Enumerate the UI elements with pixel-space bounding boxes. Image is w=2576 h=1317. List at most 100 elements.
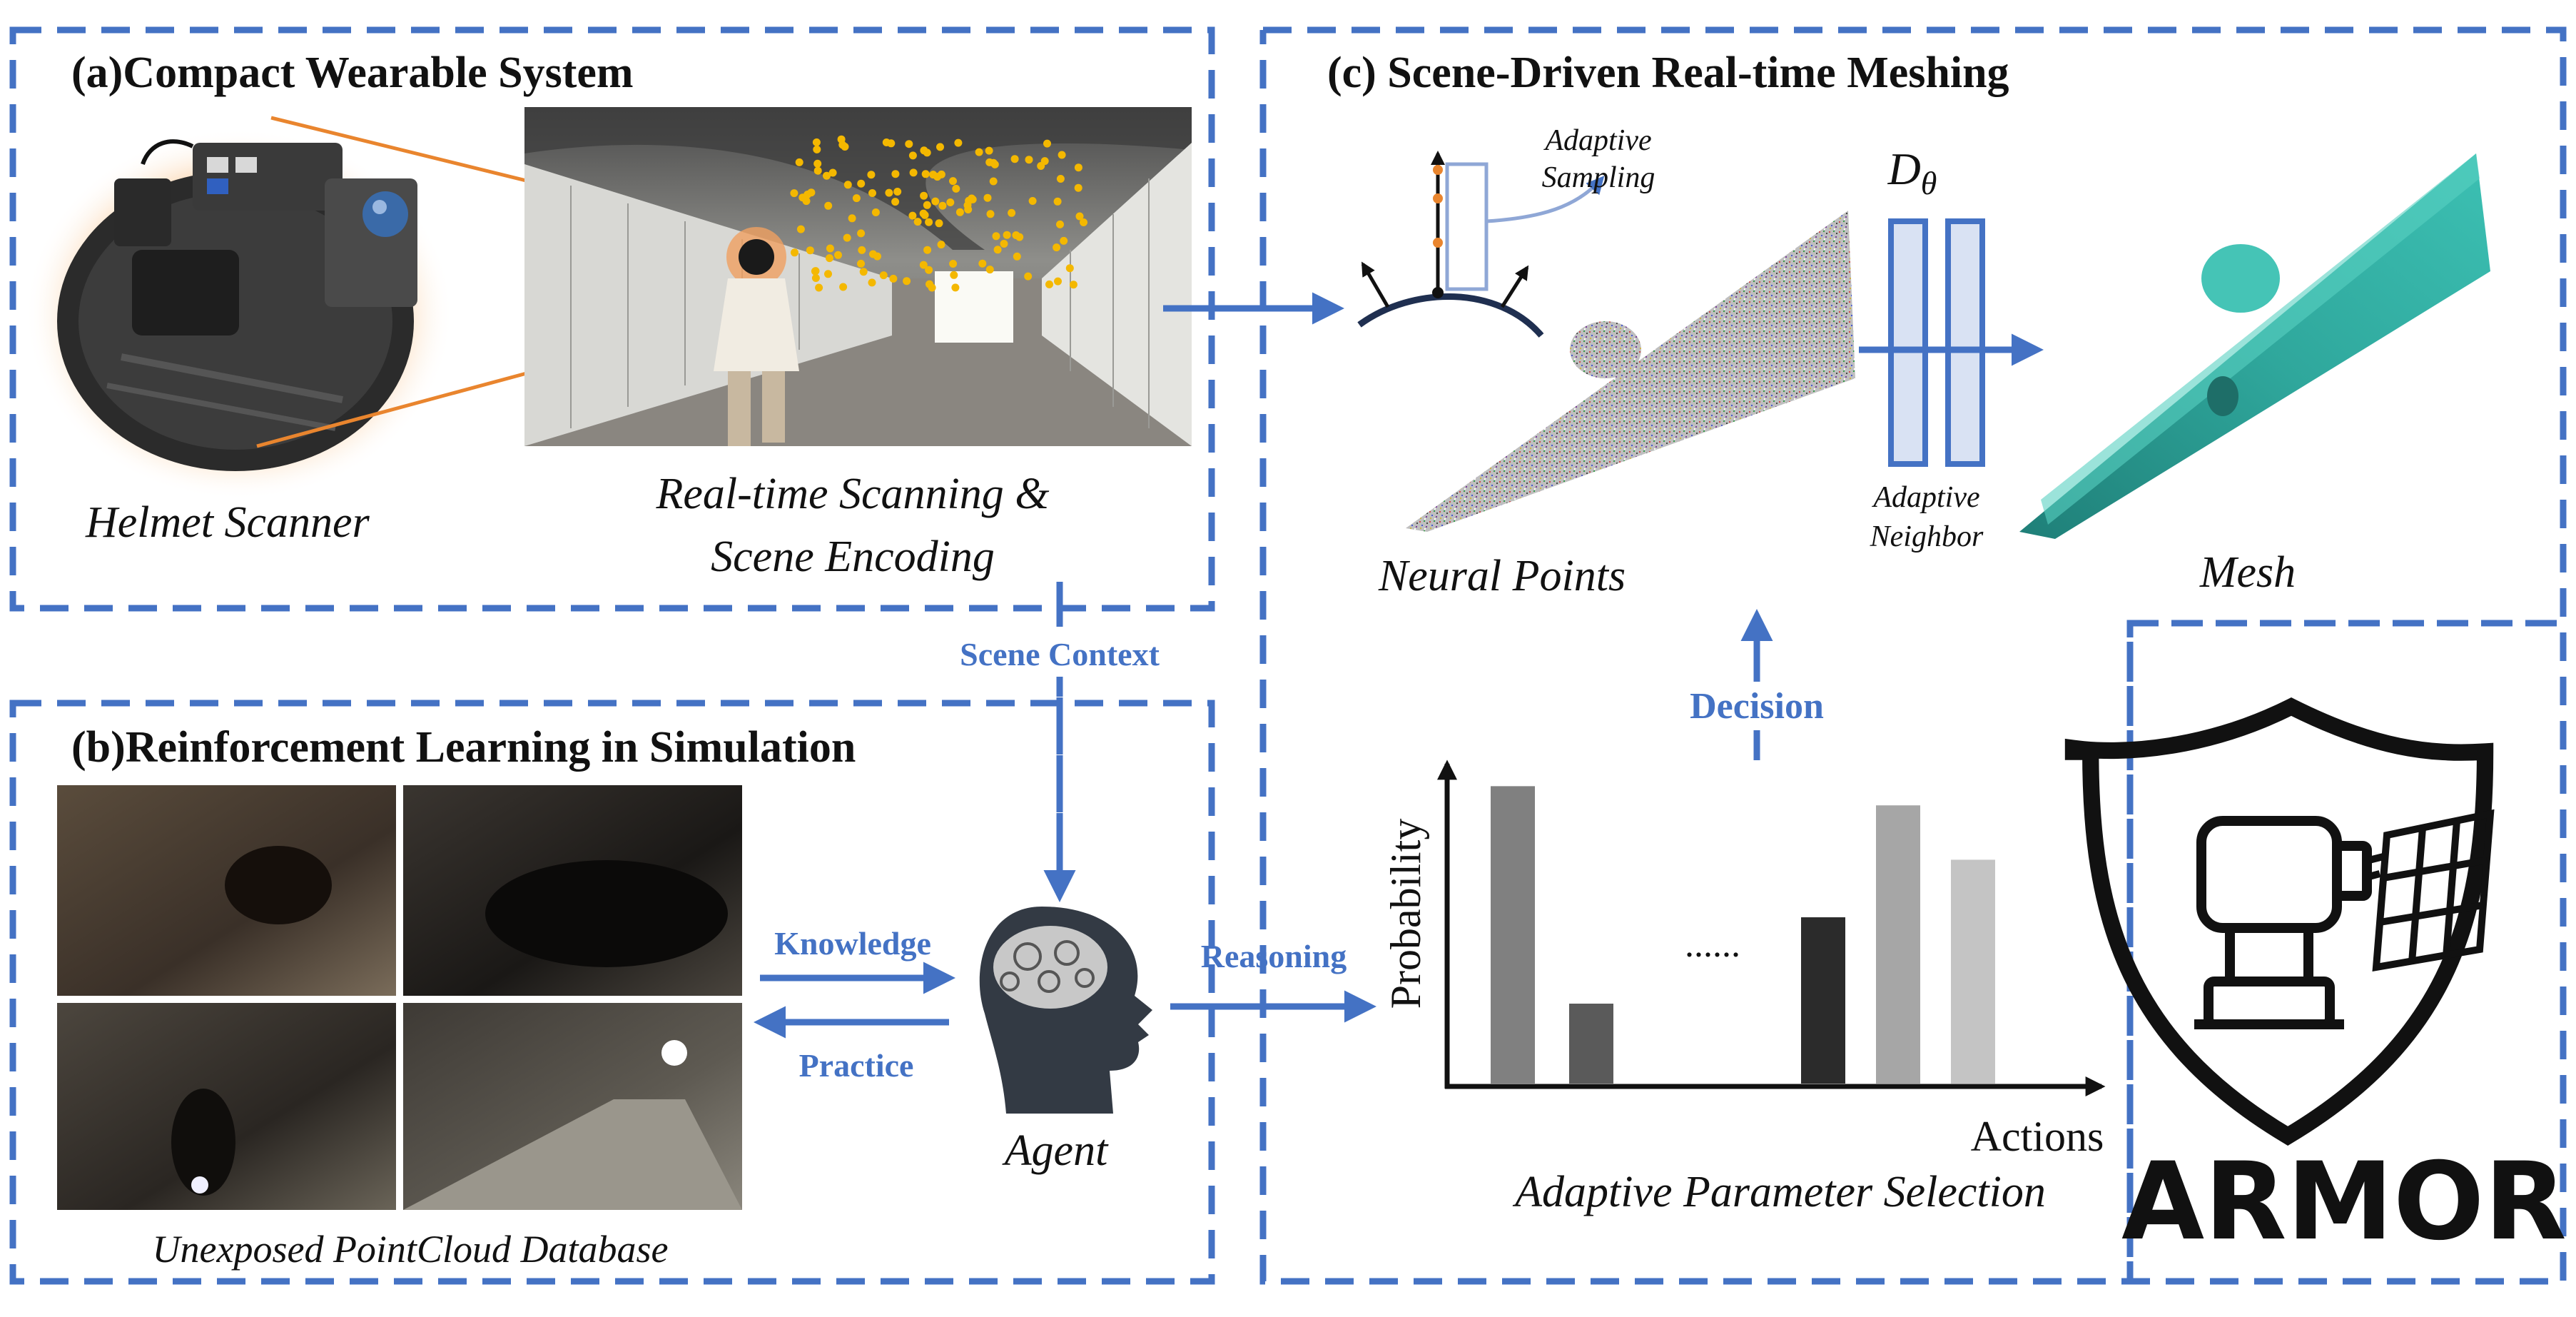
panel-a-title: (a)Compact Wearable System [71,49,634,97]
chart-ellipsis: ...... [1685,924,1740,965]
scan-point [925,218,933,226]
decoder-block: Dθ [1859,143,2044,467]
scan-point [903,277,911,286]
scan-point [891,170,900,178]
scan-point [826,244,834,253]
scan-point [993,246,1002,254]
chart-bar-5 [1951,859,1995,1084]
scan-point [806,246,814,255]
scan-point [848,214,856,223]
scan-point [796,225,805,233]
scan-point [813,166,822,175]
agent-brain-icon [979,907,1152,1114]
scan-point [921,170,930,178]
scan-point [986,210,995,218]
chart-bar-4 [1876,805,1920,1084]
panel-c-title: (c) Scene-Driven Real-time Meshing [1327,49,2009,97]
scan-point [1028,197,1037,205]
scan-point [828,168,837,177]
scan-point [985,146,993,155]
scan-point [868,278,876,287]
chart-bar-1 [1491,786,1535,1084]
scan-point [1056,175,1065,183]
scan-point [933,173,942,181]
logo-panel-border [2126,620,2567,1285]
scan-point [868,189,876,197]
scan-point [839,283,848,291]
scan-point [952,184,960,193]
scan-point [867,171,876,179]
scan-point [1025,156,1033,164]
scan-point [815,283,823,292]
scan-point [813,145,821,153]
scan-point [869,250,877,258]
scan-point [1054,277,1062,286]
scan-point [913,218,922,226]
scan-point [859,268,868,276]
panel-a-border [9,26,1215,612]
scan-point [1069,281,1077,289]
scan-point [858,246,866,254]
scene-context-label: Scene Context [960,636,1160,672]
scan-point [1058,151,1066,159]
scan-point [871,208,880,216]
scan-point [923,246,932,254]
scan-point [937,241,945,249]
parameter-probability-chart: Probability Actions ...... Adaptive Para… [1382,760,2106,1216]
scan-point [1080,218,1087,226]
scan-point [950,271,958,279]
scan-point [990,160,999,168]
scan-point [923,201,931,209]
adaptive-sampling-line1: Adaptive [1543,124,1651,157]
scan-point [813,159,822,168]
scan-point [919,209,928,218]
scan-point [843,181,852,189]
scan-point [887,139,896,148]
scan-point [1013,252,1021,261]
scan-point [823,171,831,180]
database-label: Unexposed PointCloud Database [153,1228,669,1271]
panel-b-border [9,700,1215,1285]
helmet-scanner-image [25,128,453,500]
scan-point [920,146,928,155]
panel-b-title: (b)Reinforcement Learning in Simulation [71,723,856,772]
scan-point [925,266,933,274]
scan-point [812,138,821,146]
scan-point [879,271,888,280]
scan-point [889,274,898,283]
scan-point [928,283,936,292]
scan-point [1053,243,1061,252]
scan-point [811,267,819,276]
scan-point [1012,231,1020,239]
panel-c-border [1259,26,2567,1285]
scan-point [919,261,928,269]
scan-point [857,229,866,238]
scan-point [968,194,976,203]
scan-point [909,168,918,177]
scan-point [908,211,917,220]
practice-label: Practice [799,1047,914,1084]
scan-point [983,193,992,202]
chart-bar-3 [1801,917,1845,1084]
scan-point-cloud [790,135,1087,292]
scan-point [955,208,964,216]
scan-point [905,140,913,148]
chart-ylabel: Probability [1382,819,1429,1009]
mesh-image [2019,153,2490,539]
scan-point [920,191,928,200]
scan-point [946,198,955,206]
armor-shield-logo [2064,697,2495,1146]
helmet-label: Helmet Scanner [85,498,370,547]
chart-bar-2 [1569,1004,1613,1084]
scan-point [1010,155,1019,163]
scan-point [790,189,798,198]
scan-point [975,148,983,156]
decoder-layer-1 [1888,218,1928,467]
scan-point [908,151,917,160]
armor-wordmark: ARMOR [2121,1140,2567,1264]
scan-point [1003,231,1011,239]
scan-point [1075,212,1084,221]
adaptive-neighbor-line1: Adaptive [1871,481,1979,514]
adaptive-neighbor-line2: Neighbor [1870,520,1984,553]
